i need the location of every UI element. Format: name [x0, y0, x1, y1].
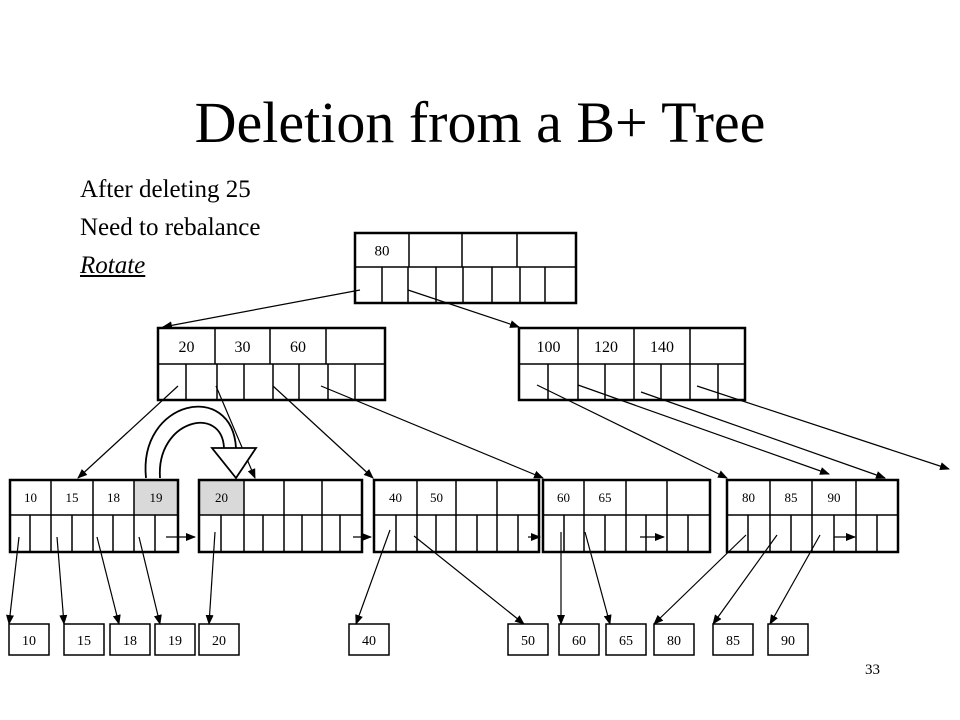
record-box-border	[154, 623, 196, 656]
record-label-18: 18	[123, 634, 137, 649]
pointer-arrow-8	[577, 384, 830, 475]
leaf-node-1: 10 15 18 19	[8, 478, 180, 554]
leaf-node-2-border	[197, 478, 364, 554]
leaf-node-1-key-1: 15	[66, 490, 79, 505]
record-box-border	[605, 623, 647, 656]
record-box-border	[198, 623, 240, 656]
record-label-40: 40	[362, 634, 376, 649]
leaf-node-4-key-1: 65	[599, 490, 612, 505]
rotate-arrow	[144, 405, 258, 480]
record-box-40: 40	[348, 623, 390, 656]
record-label-65: 65	[619, 634, 633, 649]
rotate-arrow-inner-curve	[159, 422, 225, 479]
leaf-node-3-key-0: 40	[389, 490, 402, 505]
record-box-65: 65	[605, 623, 647, 656]
pointer-arrow-6	[320, 385, 544, 479]
root-node-border	[353, 231, 578, 305]
leaf-node-2-highlight-0	[199, 480, 244, 515]
slide-title: Deletion from a B+ Tree	[194, 90, 766, 155]
leaf-node-1-border	[8, 478, 180, 554]
record-box-15: 15	[63, 623, 105, 656]
record-box-border	[767, 623, 809, 656]
record-label-15: 15	[77, 634, 91, 649]
leaf-node-5: 80 85 90	[725, 478, 900, 554]
leaf-node-2-key-0: 20	[215, 490, 228, 505]
pointer-arrow-1	[162, 289, 361, 330]
leaf-node-5-key-1: 85	[785, 490, 798, 505]
record-box-60: 60	[558, 623, 600, 656]
record-label-10: 10	[22, 634, 36, 649]
record-label-60: 60	[572, 634, 586, 649]
page-number: 33	[865, 662, 880, 678]
pointer-arrow-20	[653, 534, 747, 625]
record-box-border	[63, 623, 105, 656]
pointer-arrow-10	[696, 385, 950, 470]
record-box-90: 90	[767, 623, 809, 656]
leaf-node-3-key-1: 50	[430, 490, 443, 505]
pointer-arrow-14	[138, 536, 162, 625]
record-label-85: 85	[726, 634, 740, 649]
pointer-arrow-5	[272, 385, 374, 479]
record-box-50: 50	[507, 623, 549, 656]
leaf-node-5-key-0: 80	[742, 490, 755, 505]
rotate-arrow-outer-curve	[144, 405, 237, 479]
record-box-border	[8, 623, 50, 656]
leaf-node-1-key-3: 19	[150, 490, 163, 505]
internal-node-right-key-0: 100	[537, 339, 561, 356]
pointer-arrow-19	[584, 531, 612, 625]
leaf-node-1-highlight-3	[134, 480, 178, 515]
record-box-border	[653, 623, 695, 656]
leaf-node-1-key-2: 18	[107, 490, 120, 505]
record-label-50: 50	[521, 634, 535, 649]
pointer-arrow-2	[407, 289, 520, 328]
internal-node-left-key-0: 20	[179, 339, 195, 356]
record-label-20: 20	[212, 634, 226, 649]
record-box-border	[558, 623, 600, 656]
pointer-arrow-22	[769, 534, 821, 625]
pointer-arrow-16	[355, 529, 391, 625]
pointer-arrow-13	[96, 536, 121, 625]
record-box-border	[712, 623, 754, 656]
note-rotate: Rotate	[80, 252, 146, 279]
internal-node-right-key-2: 140	[650, 339, 674, 356]
note-after-deleting: After deleting 25	[80, 176, 251, 203]
internal-node-left: 20 30 60	[156, 326, 387, 402]
record-box-80: 80	[653, 623, 695, 656]
pointer-arrow-15	[205, 531, 216, 625]
leaf-node-3: 40 50	[372, 478, 541, 554]
record-box-10: 10	[8, 623, 50, 656]
pointer-arrow-12	[56, 536, 68, 625]
record-label-19: 19	[168, 634, 182, 649]
leaf-node-2: 20	[197, 478, 364, 554]
pointer-arrow-3	[77, 385, 179, 479]
record-box-20: 20	[198, 623, 240, 656]
pointer-arrow-9	[640, 391, 886, 479]
root-node-key-0: 80	[375, 243, 390, 259]
internal-node-right-key-1: 120	[594, 339, 618, 356]
leaf-node-5-key-2: 90	[828, 490, 841, 505]
pointer-arrow-21	[712, 534, 778, 625]
leaf-node-1-key-0: 10	[24, 490, 37, 505]
record-box-85: 85	[712, 623, 754, 656]
internal-node-left-key-1: 30	[235, 339, 251, 356]
record-box-18: 18	[109, 623, 151, 656]
record-label-90: 90	[781, 634, 795, 649]
record-label-80: 80	[667, 634, 681, 649]
rotate-arrow-head	[210, 447, 258, 480]
internal-node-right: 100 120 140	[517, 326, 747, 402]
record-box-19: 19	[154, 623, 196, 656]
pointer-arrow-17	[413, 535, 525, 625]
internal-node-left-key-2: 60	[290, 339, 306, 356]
record-box-border	[348, 623, 390, 656]
record-box-border	[109, 623, 151, 656]
pointer-arrow-7	[536, 384, 728, 479]
note-need-rebalance: Need to rebalance	[80, 214, 261, 241]
pointer-arrow-11	[6, 536, 20, 625]
leaf-node-4: 60 65	[541, 478, 712, 554]
leaf-node-4-key-0: 60	[557, 490, 570, 505]
record-box-border	[507, 623, 549, 656]
pointer-arrow-4	[215, 385, 256, 479]
root-node: 80	[353, 231, 578, 305]
